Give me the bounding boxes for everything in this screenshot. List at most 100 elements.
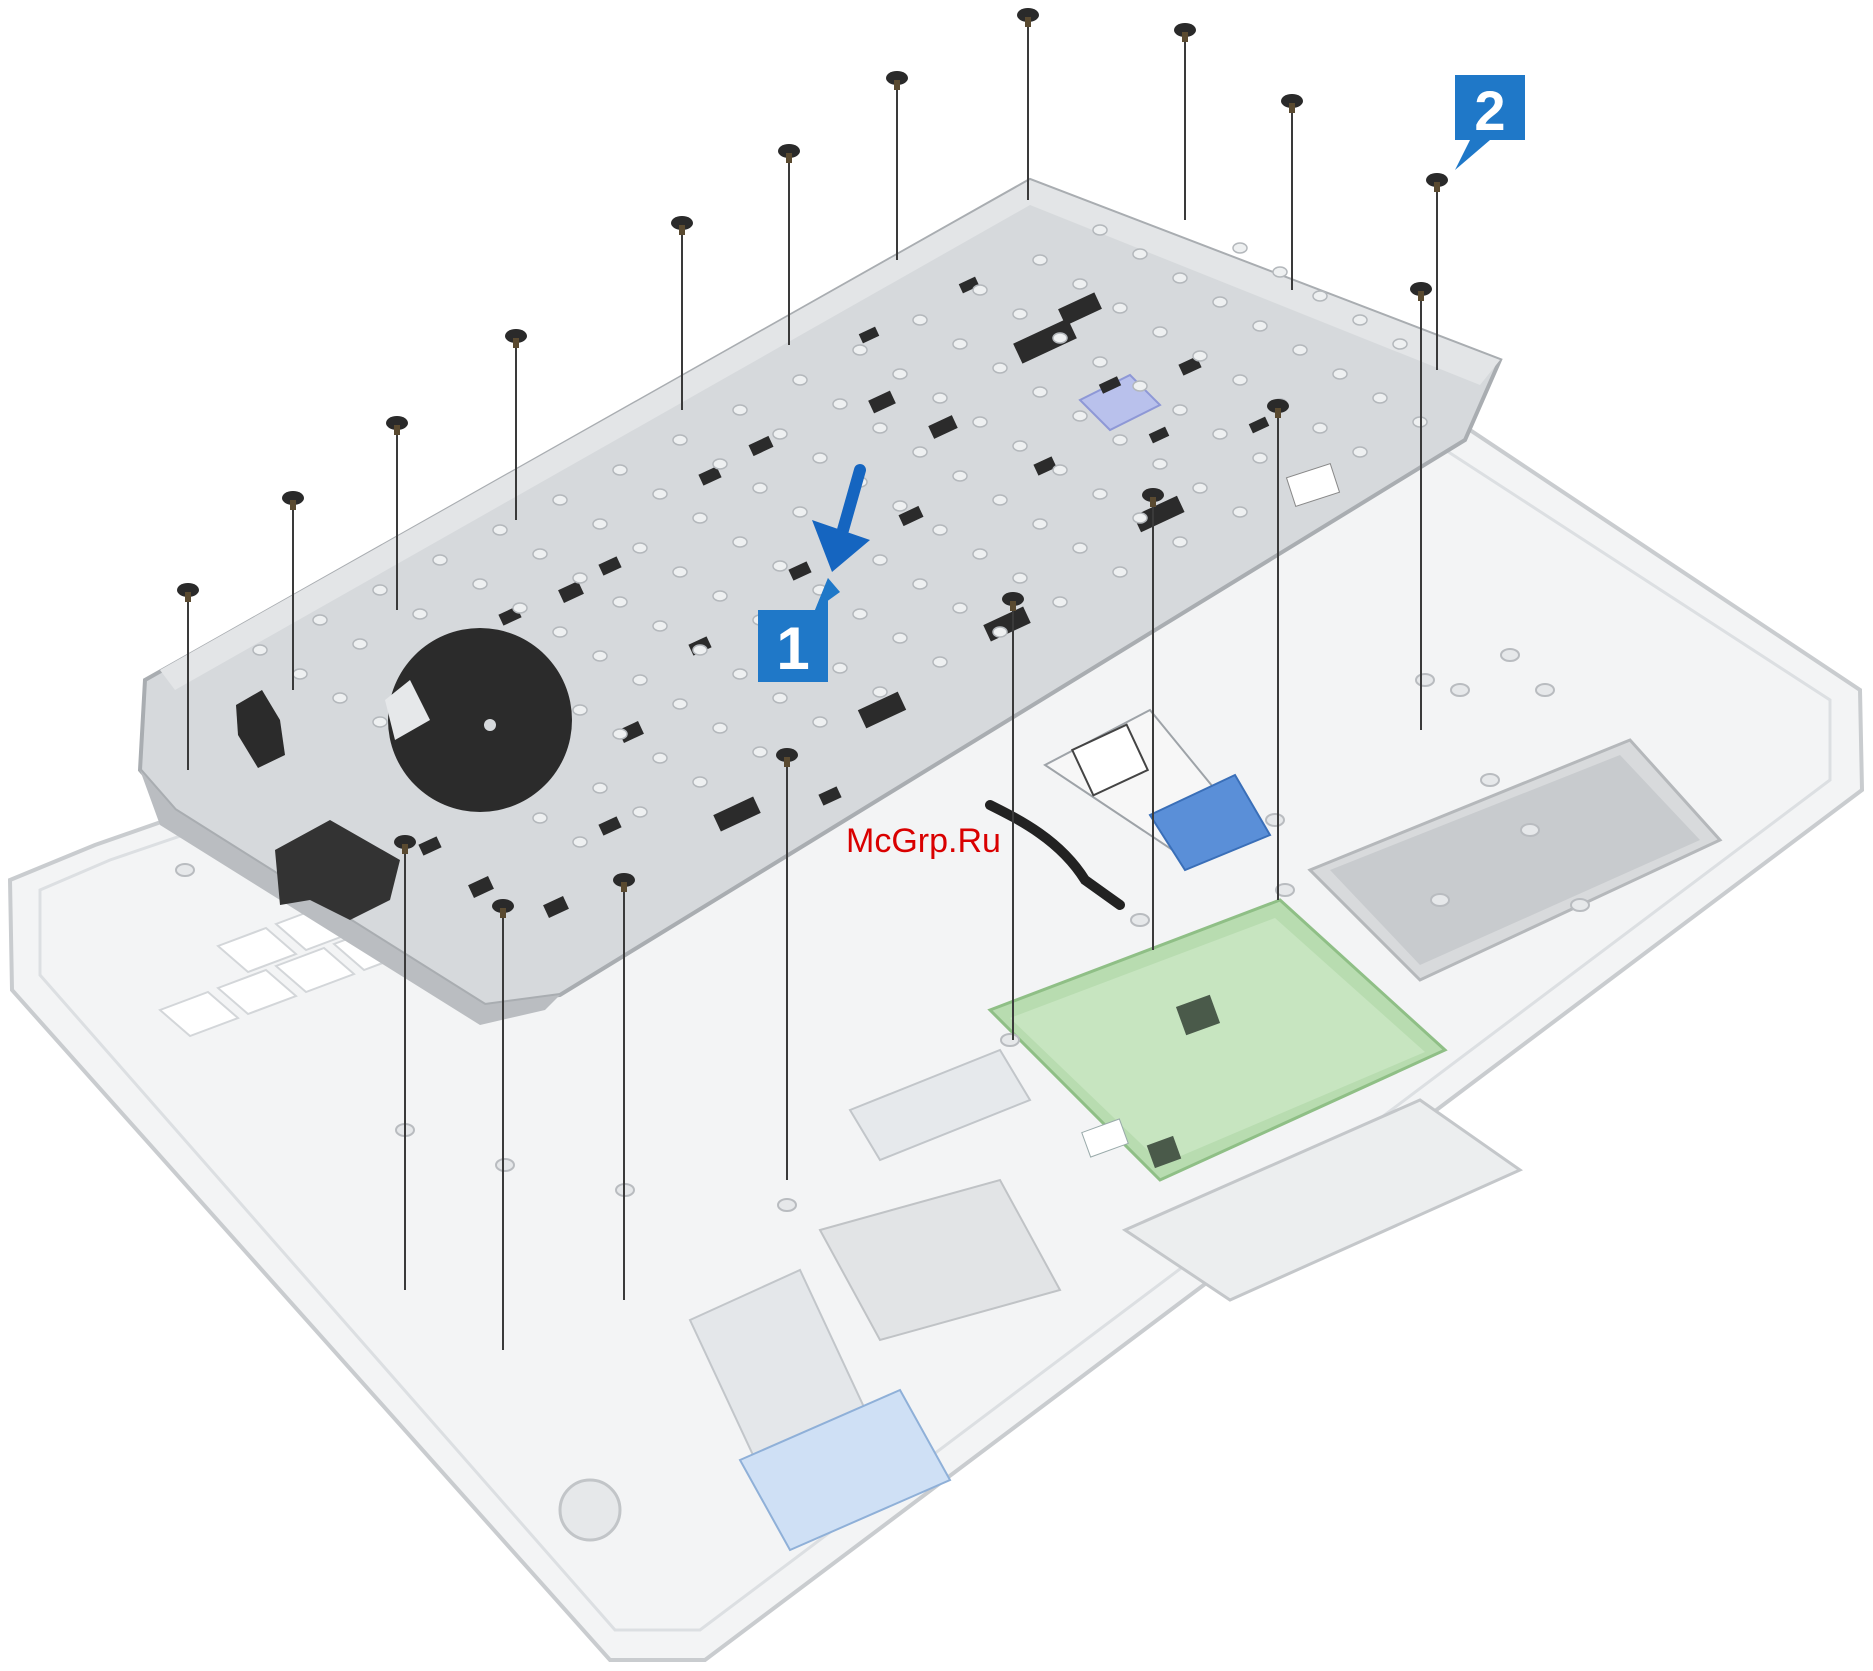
plate-dimple <box>833 399 847 409</box>
palmrest-standoff <box>778 1199 796 1211</box>
plate-dimple <box>1053 333 1067 343</box>
plate-dimple <box>1053 597 1067 607</box>
plate-dimple <box>1153 459 1167 469</box>
plate-dimple <box>1073 543 1087 553</box>
plate-dimple <box>773 693 787 703</box>
plate-dimple <box>433 555 447 565</box>
plate-dimple <box>513 603 527 613</box>
plate-dimple <box>873 687 887 697</box>
palmrest-standoff <box>1451 684 1469 696</box>
plate-dimple <box>933 657 947 667</box>
plate-dimple <box>333 693 347 703</box>
plate-dimple <box>1113 303 1127 313</box>
plate-dimple <box>1153 327 1167 337</box>
plate-dimple <box>673 699 687 709</box>
plate-dimple <box>673 567 687 577</box>
plate-dimple <box>653 621 667 631</box>
plate-dimple <box>593 783 607 793</box>
plate-dimple <box>893 501 907 511</box>
plate-dimple <box>1013 441 1027 451</box>
plate-dimple <box>1033 255 1047 265</box>
plate-dimple <box>253 645 267 655</box>
plate-dimple <box>1013 573 1027 583</box>
plate-dimple <box>693 777 707 787</box>
watermark-text: McGrp.Ru <box>846 822 1001 860</box>
plate-dimple <box>573 837 587 847</box>
plate-dimple <box>1313 423 1327 433</box>
plate-dimple <box>993 363 1007 373</box>
plate-dimple <box>313 615 327 625</box>
screw-icon <box>1289 103 1295 113</box>
plate-dimple <box>693 513 707 523</box>
plate-dimple <box>1073 411 1087 421</box>
plate-dimple <box>893 633 907 643</box>
plate-dimple <box>853 345 867 355</box>
plate-dimple <box>1253 453 1267 463</box>
palmrest-standoff <box>176 864 194 876</box>
plate-dimple <box>1393 339 1407 349</box>
plate-dimple <box>793 375 807 385</box>
plate-dimple <box>1293 345 1307 355</box>
plate-dimple <box>1213 297 1227 307</box>
screw-icon <box>1434 182 1440 192</box>
plate-dimple <box>673 435 687 445</box>
plate-dimple <box>693 645 707 655</box>
plate-dimple <box>1173 405 1187 415</box>
screw-icon <box>185 592 191 602</box>
plate-dimple <box>633 543 647 553</box>
screw-icon <box>500 908 506 918</box>
screw-icon <box>894 80 900 90</box>
plate-dimple <box>953 339 967 349</box>
coin-cell-battery <box>560 1480 620 1540</box>
plate-dimple <box>1133 381 1147 391</box>
screw-icon <box>1010 601 1016 611</box>
plate-dimple <box>613 465 627 475</box>
palmrest-standoff <box>1501 649 1519 661</box>
plate-dimple <box>373 585 387 595</box>
palmrest-standoff <box>1416 674 1434 686</box>
plate-dimple <box>1333 369 1347 379</box>
plate-dimple <box>573 705 587 715</box>
plate-dimple <box>953 603 967 613</box>
plate-dimple <box>553 495 567 505</box>
plate-dimple <box>1353 447 1367 457</box>
plate-dimple <box>293 669 307 679</box>
palmrest-standoff <box>1131 914 1149 926</box>
plate-dimple <box>1093 489 1107 499</box>
screw-icon <box>513 338 519 348</box>
plate-dimple <box>633 675 647 685</box>
plate-dimple <box>653 753 667 763</box>
plate-dimple <box>613 597 627 607</box>
screw-icon <box>621 882 627 892</box>
plate-dimple <box>933 525 947 535</box>
plate-dimple <box>633 807 647 817</box>
screw-icon <box>402 844 408 854</box>
plate-dimple <box>653 489 667 499</box>
callout-step-2: 2 <box>1455 75 1525 170</box>
plate-dimple <box>713 723 727 733</box>
plate-dimple <box>993 627 1007 637</box>
plate-dimple <box>1073 279 1087 289</box>
plate-dimple <box>753 747 767 757</box>
plate-dimple <box>1053 465 1067 475</box>
plate-dimple <box>733 537 747 547</box>
palmrest-standoff <box>1266 814 1284 826</box>
plate-dimple <box>773 561 787 571</box>
palmrest-standoff <box>1001 1034 1019 1046</box>
plate-dimple <box>1233 507 1247 517</box>
plate-dimple <box>713 459 727 469</box>
plate-dimple <box>913 315 927 325</box>
plate-dimple <box>973 549 987 559</box>
screw-icon <box>784 757 790 767</box>
callout-step-2-label: 2 <box>1474 79 1505 142</box>
plate-dimple <box>953 471 967 481</box>
plate-dimple <box>853 609 867 619</box>
plate-dimple <box>593 519 607 529</box>
screw-icon <box>290 500 296 510</box>
plate-dimple <box>413 609 427 619</box>
plate-dimple <box>1033 387 1047 397</box>
plate-dimple <box>1193 483 1207 493</box>
plate-dimple <box>1033 519 1047 529</box>
plate-dimple <box>753 483 767 493</box>
plate-dimple <box>533 549 547 559</box>
